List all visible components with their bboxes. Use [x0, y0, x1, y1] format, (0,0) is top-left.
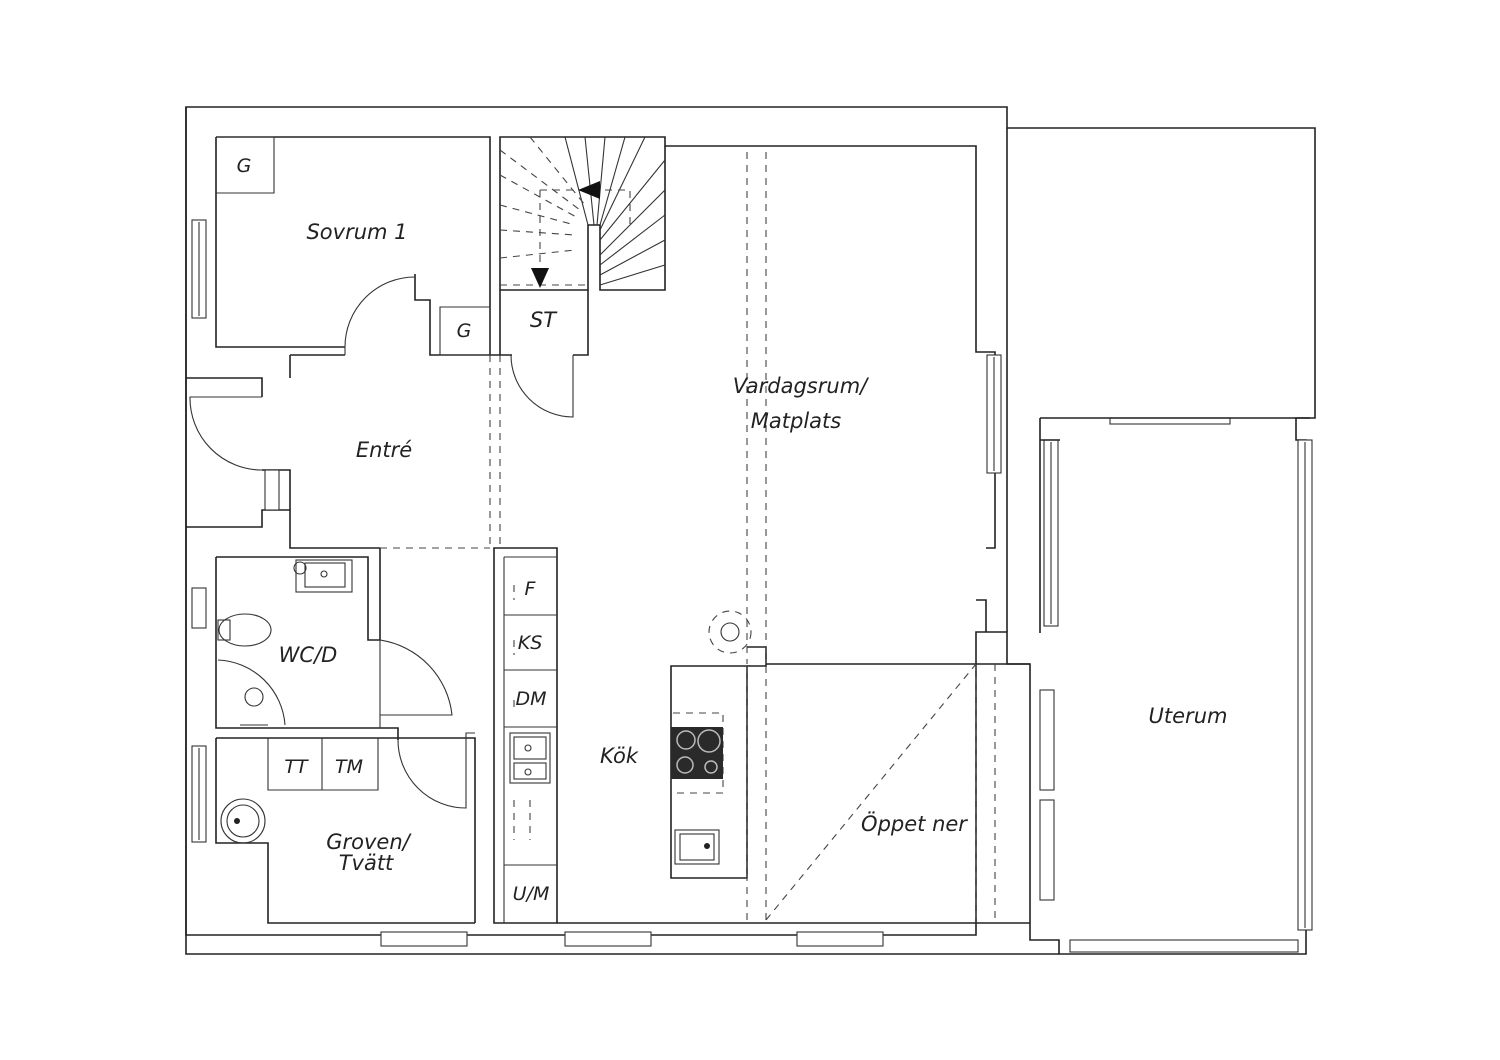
label-sovrum: Sovrum 1 — [306, 220, 407, 244]
label-entre: Entré — [356, 438, 412, 462]
dashed-lines — [380, 152, 996, 923]
kitchen-sink — [509, 732, 551, 784]
label-garderob-2: G — [457, 320, 472, 342]
laundry-sink — [220, 798, 266, 844]
stair-arrow-up-icon — [578, 181, 600, 199]
label-stairs: ST — [530, 308, 558, 332]
room-labels: Sovrum 1 Entré Vardagsrum/ Matplats WC/D… — [279, 220, 1228, 875]
label-kok: Kök — [600, 744, 639, 768]
label-washing-machine: TM — [335, 756, 363, 778]
label-freezer: F — [525, 578, 537, 600]
kitchen-fixtures — [509, 610, 752, 865]
bathroom-fixtures — [217, 559, 353, 844]
label-vardagsrum-1: Vardagsrum/ — [733, 374, 869, 398]
label-oven-micro: U/M — [513, 883, 550, 905]
doors — [189, 276, 574, 809]
shower-drain-icon — [244, 687, 264, 707]
label-groven-1: Groven/ — [326, 830, 411, 854]
label-wc: WC/D — [279, 643, 338, 667]
label-garderob-1: G — [237, 155, 252, 177]
shower-head-icon — [293, 561, 307, 575]
label-vardagsrum-2: Matplats — [751, 409, 841, 433]
stair-arrow-down-icon — [531, 268, 549, 288]
interior-walls — [186, 136, 1030, 924]
wc-sink — [295, 559, 353, 593]
staircase — [499, 136, 666, 288]
label-uterum: Uterum — [1149, 704, 1228, 728]
toilet — [218, 613, 272, 647]
label-dishwasher: DM — [515, 688, 546, 710]
label-oppet-ner: Öppet ner — [861, 811, 968, 836]
island-sink — [674, 829, 720, 865]
windows — [191, 219, 1313, 953]
fixture-labels: G G ST F KS DM U/M TT TM — [237, 155, 559, 905]
label-groven-2: Tvätt — [339, 851, 394, 875]
ceiling-lamp-icon — [708, 610, 752, 654]
label-fridge-freezer: KS — [518, 632, 543, 654]
label-tumble-dryer: TT — [284, 756, 309, 778]
